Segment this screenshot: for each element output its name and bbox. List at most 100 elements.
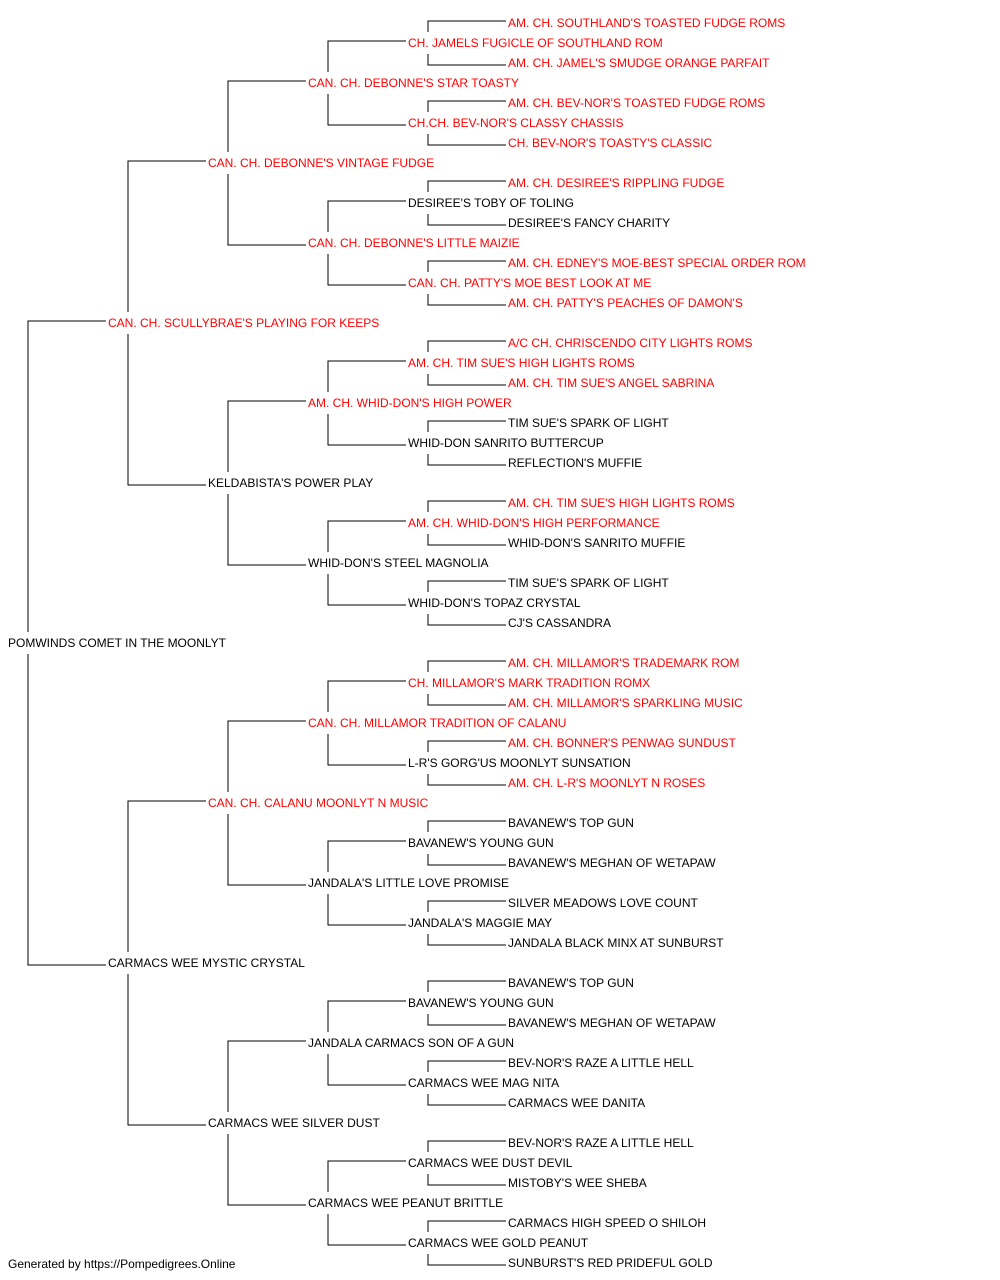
pedigree-node-sire-sire-sire-sire-sire: AM. CH. SOUTHLAND'S TOASTED FUDGE ROMS bbox=[508, 16, 785, 30]
connector-dam-dam-dam-sire-dam bbox=[427, 1174, 506, 1186]
pedigree-node-sire-sire-dam-sire-dam: DESIREE'S FANCY CHARITY bbox=[508, 216, 670, 230]
pedigree-node-dam-dam-dam: CARMACS WEE PEANUT BRITTLE bbox=[308, 1196, 503, 1210]
pedigree-node-sire: CAN. CH. SCULLYBRAE'S PLAYING FOR KEEPS bbox=[108, 316, 379, 330]
pedigree-node-sire-dam-sire: AM. CH. WHID-DON'S HIGH POWER bbox=[308, 396, 512, 410]
connector-sire bbox=[27, 320, 106, 632]
connector-dam-sire-dam-sire bbox=[327, 840, 406, 872]
pedigree-node-sire-dam-dam-sire: AM. CH. WHID-DON'S HIGH PERFORMANCE bbox=[408, 516, 660, 530]
pedigree-node-sire-sire-sire-sire-dam: AM. CH. JAMEL'S SMUDGE ORANGE PARFAIT bbox=[508, 56, 770, 70]
connector-sire-sire-sire-sire-dam bbox=[427, 54, 506, 66]
connector-dam-sire-sire-dam-sire bbox=[427, 740, 506, 752]
connector-dam-sire-sire-dam-dam bbox=[427, 774, 506, 786]
connector-sire-dam-sire bbox=[227, 400, 306, 472]
connector-sire-dam-dam-sire-sire bbox=[427, 500, 506, 512]
pedigree-node-sire-sire-sire-dam: CH.CH. BEV-NOR'S CLASSY CHASSIS bbox=[408, 116, 623, 130]
pedigree-node-dam-dam-sire-dam-sire: BEV-NOR'S RAZE A LITTLE HELL bbox=[508, 1056, 694, 1070]
connector-sire-sire-dam-sire-sire bbox=[427, 180, 506, 192]
pedigree-node-sire-sire-sire-sire: CH. JAMELS FUGICLE OF SOUTHLAND ROM bbox=[408, 36, 663, 50]
connector-dam-dam-sire-sire bbox=[327, 1000, 406, 1032]
connector-dam-dam-sire-dam-sire bbox=[427, 1060, 506, 1072]
pedigree-node-dam-sire-dam-dam-dam: JANDALA BLACK MINX AT SUNBURST bbox=[508, 936, 724, 950]
connector-sire-sire-dam bbox=[227, 174, 306, 246]
pedigree-node-sire-sire-sire-dam-sire: AM. CH. BEV-NOR'S TOASTED FUDGE ROMS bbox=[508, 96, 765, 110]
pedigree-node-sire-sire-sire-dam-dam: CH. BEV-NOR'S TOASTY'S CLASSIC bbox=[508, 136, 713, 150]
pedigree-node-dam-sire-dam-sire: BAVANEW'S YOUNG GUN bbox=[408, 836, 554, 850]
connector-sire-dam-dam-sire bbox=[327, 520, 406, 552]
pedigree-node-dam-dam-sire-sire: BAVANEW'S YOUNG GUN bbox=[408, 996, 554, 1010]
connector-sire-sire-dam-dam-dam bbox=[427, 294, 506, 306]
pedigree-node-sire-sire-sire: CAN. CH. DEBONNE'S STAR TOASTY bbox=[308, 76, 519, 90]
connector-dam-dam-sire-sire-sire bbox=[427, 980, 506, 992]
pedigree-node-dam-sire-sire-sire-dam: AM. CH. MILLAMOR'S SPARKLING MUSIC bbox=[508, 696, 743, 710]
footer-credit: Generated by https://Pompedigrees.Online bbox=[8, 1257, 236, 1271]
pedigree-node-dam-dam-sire-dam: CARMACS WEE MAG NITA bbox=[408, 1076, 559, 1090]
pedigree-node-sire-sire-dam-sire-sire: AM. CH. DESIREE'S RIPPLING FUDGE bbox=[508, 176, 724, 190]
pedigree-node-sire-dam-sire-dam: WHID-DON SANRITO BUTTERCUP bbox=[408, 436, 604, 450]
connector-sire-dam-sire-dam-sire bbox=[427, 420, 506, 432]
connector-dam-sire bbox=[127, 800, 206, 952]
pedigree-node-dam-dam-dam-sire: CARMACS WEE DUST DEVIL bbox=[408, 1156, 573, 1170]
connector-sire-dam-dam bbox=[227, 494, 306, 566]
pedigree-node-dam-sire-dam-dam-sire: SILVER MEADOWS LOVE COUNT bbox=[508, 896, 698, 910]
pedigree-node-sire-sire-dam-dam-sire: AM. CH. EDNEY'S MOE-BEST SPECIAL ORDER R… bbox=[508, 256, 806, 270]
connector-sire-dam-dam-dam-dam bbox=[427, 614, 506, 626]
connector-dam-dam-sire-sire-dam bbox=[427, 1014, 506, 1026]
connector-dam-sire-dam-sire-sire bbox=[427, 820, 506, 832]
connector-sire-sire-sire-dam-sire bbox=[427, 100, 506, 112]
pedigree-node-dam-dam-sire: JANDALA CARMACS SON OF A GUN bbox=[308, 1036, 514, 1050]
pedigree-node-dam-sire-dam-sire-dam: BAVANEW'S MEGHAN OF WETAPAW bbox=[508, 856, 716, 870]
connector-sire-dam-sire-sire-sire bbox=[427, 340, 506, 352]
connector-dam-dam-sire-dam-dam bbox=[427, 1094, 506, 1106]
connector-sire-sire-dam-dam-sire bbox=[427, 260, 506, 272]
connector-sire-sire-sire-dam-dam bbox=[427, 134, 506, 146]
connector-dam-dam-dam-dam-dam bbox=[427, 1254, 506, 1266]
connector-sire-sire-sire-sire-sire bbox=[427, 20, 506, 32]
connector-sire-dam-sire-sire bbox=[327, 360, 406, 392]
connector-sire-sire-dam-sire bbox=[327, 200, 406, 232]
pedigree-node-dam-sire: CAN. CH. CALANU MOONLYT N MUSIC bbox=[208, 796, 429, 810]
pedigree-node-dam-dam-dam-dam-dam: SUNBURST'S RED PRIDEFUL GOLD bbox=[508, 1256, 713, 1270]
pedigree-node-sire-dam-dam-dam: WHID-DON'S TOPAZ CRYSTAL bbox=[408, 596, 581, 610]
pedigree-node-sire-dam-dam-sire-dam: WHID-DON'S SANRITO MUFFIE bbox=[508, 536, 685, 550]
pedigree-node-dam-sire-sire-dam: L-R'S GORG'US MOONLYT SUNSATION bbox=[408, 756, 631, 770]
connector-sire-dam-sire-sire-dam bbox=[427, 374, 506, 386]
connector-sire-sire-dam-sire-dam bbox=[427, 214, 506, 226]
pedigree-node-subject: POMWINDS COMET IN THE MOONLYT bbox=[8, 636, 227, 650]
pedigree-node-dam: CARMACS WEE MYSTIC CRYSTAL bbox=[108, 956, 305, 970]
pedigree-node-dam-sire-dam-dam: JANDALA'S MAGGIE MAY bbox=[408, 916, 552, 930]
pedigree-node-dam-dam-dam-dam: CARMACS WEE GOLD PEANUT bbox=[408, 1236, 589, 1250]
pedigree-node-sire-dam: KELDABISTA'S POWER PLAY bbox=[208, 476, 373, 490]
pedigree-node-dam-dam-sire-sire-sire: BAVANEW'S TOP GUN bbox=[508, 976, 634, 990]
pedigree-node-dam-sire-sire-sire: CH. MILLAMOR'S MARK TRADITION ROMX bbox=[408, 676, 650, 690]
connector-dam bbox=[27, 654, 106, 966]
connector-dam-dam-dam-sire bbox=[327, 1160, 406, 1192]
pedigree-node-sire-dam-dam-dam-sire: TIM SUE'S SPARK OF LIGHT bbox=[508, 576, 669, 590]
connector-dam-sire-dam-sire-dam bbox=[427, 854, 506, 866]
connector-dam-sire-sire-dam bbox=[327, 734, 406, 766]
connector-dam-sire-dam bbox=[227, 814, 306, 886]
pedigree-node-dam-sire-sire-dam-dam: AM. CH. L-R'S MOONLYT N ROSES bbox=[508, 776, 705, 790]
pedigree-node-dam-dam-dam-sire-sire: BEV-NOR'S RAZE A LITTLE HELL bbox=[508, 1136, 694, 1150]
pedigree-node-sire-dam-sire-dam-sire: TIM SUE'S SPARK OF LIGHT bbox=[508, 416, 669, 430]
pedigree-node-dam-sire-dam-sire-sire: BAVANEW'S TOP GUN bbox=[508, 816, 634, 830]
pedigree-node-dam-dam-dam-sire-dam: MISTOBY'S WEE SHEBA bbox=[508, 1176, 647, 1190]
pedigree-node-sire-sire-dam-sire: DESIREE'S TOBY OF TOLING bbox=[408, 196, 574, 210]
pedigree-node-dam-dam-sire-sire-dam: BAVANEW'S MEGHAN OF WETAPAW bbox=[508, 1016, 716, 1030]
pedigree-node-sire-dam-dam: WHID-DON'S STEEL MAGNOLIA bbox=[308, 556, 489, 570]
connector-dam-dam-dam-dam bbox=[327, 1214, 406, 1246]
connector-sire-sire bbox=[127, 160, 206, 312]
connector-dam-sire-sire-sire-dam bbox=[427, 694, 506, 706]
pedigree-node-sire-dam-sire-sire: AM. CH. TIM SUE'S HIGH LIGHTS ROMS bbox=[408, 356, 635, 370]
pedigree-node-dam-sire-sire: CAN. CH. MILLAMOR TRADITION OF CALANU bbox=[308, 716, 566, 730]
pedigree-node-sire-dam-sire-dam-dam: REFLECTION'S MUFFIE bbox=[508, 456, 642, 470]
pedigree-node-dam-sire-sire-dam-sire: AM. CH. BONNER'S PENWAG SUNDUST bbox=[508, 736, 737, 750]
connector-dam-dam-dam-dam-sire bbox=[427, 1220, 506, 1232]
connector-dam-dam-dam-sire-sire bbox=[427, 1140, 506, 1152]
pedigree-node-sire-sire-dam-dam-dam: AM. CH. PATTY'S PEACHES OF DAMON'S bbox=[508, 296, 743, 310]
connector-dam-sire-sire-sire bbox=[327, 680, 406, 712]
connector-dam-dam bbox=[127, 974, 206, 1126]
connector-dam-sire-dam-dam bbox=[327, 894, 406, 926]
connector-sire-dam-dam-dam-sire bbox=[427, 580, 506, 592]
pedigree-node-sire-dam-dam-dam-dam: CJ'S CASSANDRA bbox=[508, 616, 611, 630]
connector-dam-sire-sire bbox=[227, 720, 306, 792]
